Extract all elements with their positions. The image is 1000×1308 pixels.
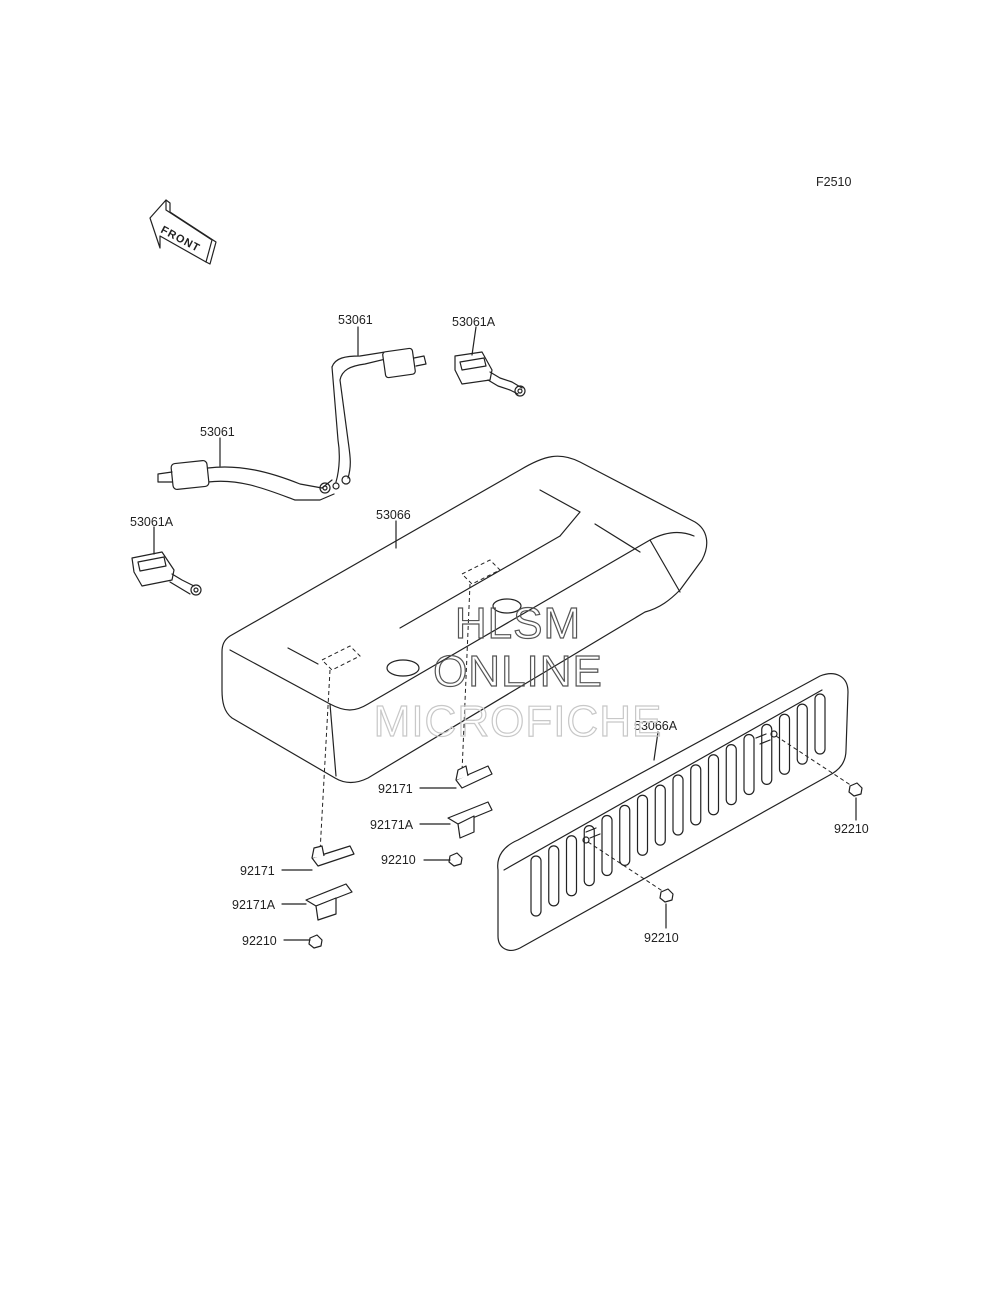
mount-line-backrest-right — [775, 735, 853, 787]
watermark-line2: ONLINE — [433, 647, 603, 696]
leader-buckle-upper — [471, 326, 477, 356]
backrest-vents — [530, 693, 826, 917]
label-backrest: 53066A — [634, 719, 678, 733]
mount-line-left — [319, 669, 331, 853]
label-buckle-upper: 53061A — [452, 315, 496, 329]
label-nut-right: 92210 — [381, 853, 416, 867]
vent-slot — [796, 703, 808, 765]
buckle-lower — [131, 551, 202, 596]
vent-slot — [548, 845, 560, 907]
bracket-92171-right — [455, 765, 493, 789]
vent-slot — [778, 713, 791, 775]
vent-slot — [636, 794, 649, 856]
vent-slot — [761, 723, 773, 785]
vent-slot — [672, 774, 684, 836]
nut-92210-backrest-right — [848, 782, 863, 797]
vent-slot — [654, 784, 666, 846]
label-buckle-lower: 53061A — [130, 515, 174, 529]
label-bracket-left: 92171 — [240, 864, 275, 878]
vent-slot — [530, 855, 542, 917]
vent-slot — [814, 693, 826, 755]
vent-slot — [583, 825, 595, 887]
label-belt-upper: 53061 — [338, 313, 373, 327]
bracket-plate-92171A-left — [305, 883, 353, 921]
watermark-line3: MICROFICHE — [374, 697, 663, 746]
leader-backrest — [653, 731, 659, 761]
label-plate-left: 92171A — [232, 898, 276, 912]
vent-slot — [619, 804, 631, 866]
seat-cushion — [221, 455, 708, 784]
nut-92210-left — [308, 934, 323, 949]
label-seat: 53066 — [376, 508, 411, 522]
buckle-upper — [454, 351, 526, 397]
vent-slot — [743, 733, 755, 796]
label-nut-left: 92210 — [242, 934, 277, 948]
vent-slot — [725, 744, 737, 806]
vent-slot — [565, 835, 578, 897]
watermark-line1: HLSM — [455, 599, 581, 648]
label-nut-backrest-center: 92210 — [644, 931, 679, 945]
figure-code: F2510 — [816, 175, 851, 189]
seat-belt-upper — [331, 347, 427, 490]
seat-belt-lower — [157, 459, 335, 501]
label-nut-backrest-right: 92210 — [834, 822, 869, 836]
nut-92210-backrest-center — [659, 888, 674, 903]
mount-line-right — [461, 583, 471, 773]
bracket-92171-left — [311, 845, 355, 867]
vent-slot — [601, 814, 613, 877]
label-plate-right: 92171A — [370, 818, 414, 832]
vent-slot — [690, 764, 702, 826]
label-belt-lower: 53061 — [200, 425, 235, 439]
front-arrow-icon: FRONT — [149, 199, 217, 265]
backrest-panel — [497, 673, 849, 951]
label-bracket-right: 92171 — [378, 782, 413, 796]
nut-92210-right — [448, 852, 463, 867]
mount-line-backrest-center — [587, 841, 665, 893]
bracket-plate-92171A-right — [447, 801, 493, 839]
vent-slot — [707, 754, 720, 816]
